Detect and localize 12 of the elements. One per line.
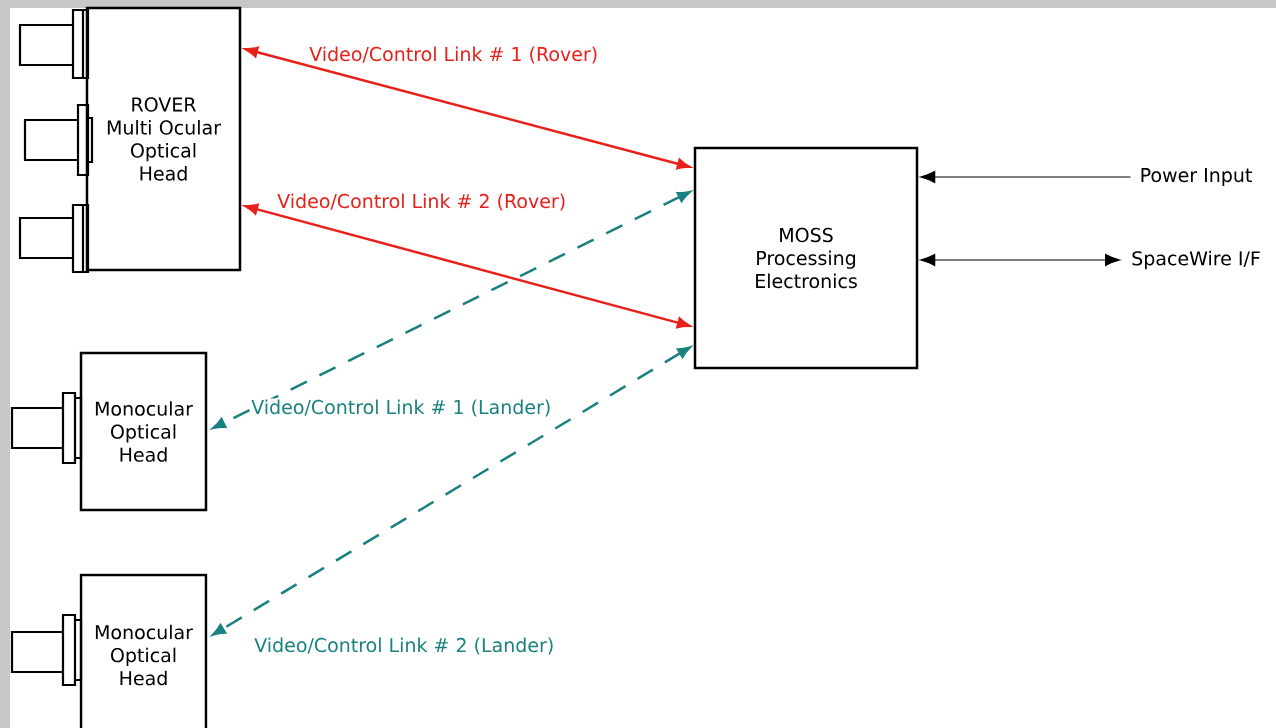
- camera-head-box: Monocular Optical Head: [79, 573, 208, 728]
- arrow: [244, 203, 691, 329]
- signal-label: Power Input: [1141, 168, 1252, 186]
- arrow: [212, 191, 691, 429]
- arrow: [920, 170, 1132, 184]
- arrow: [244, 46, 691, 170]
- signal-label: SpaceWire I/F: [1132, 250, 1260, 270]
- arrow: [212, 346, 691, 636]
- camera-head-box: ROVER Multi Ocular Optical Head: [85, 6, 242, 272]
- processing-box: MOSS Processing Electronics: [693, 146, 919, 370]
- arrow: [920, 253, 1121, 267]
- camera-head-box: Monocular Optical Head: [79, 351, 208, 512]
